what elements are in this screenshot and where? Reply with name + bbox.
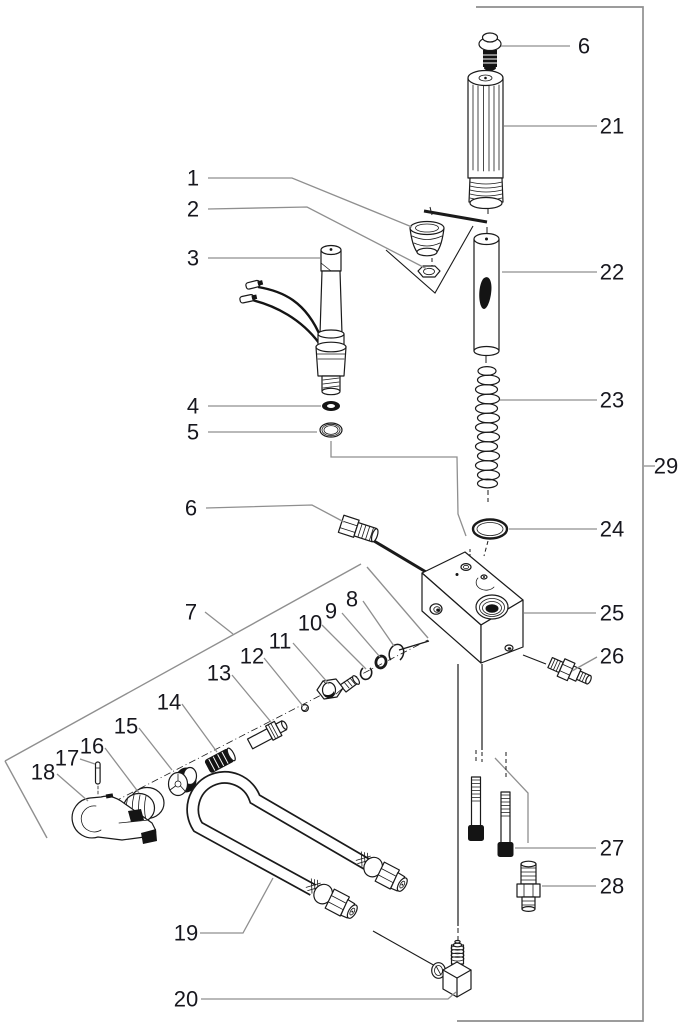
connector-assembly-bracket-left-leg bbox=[4, 760, 48, 839]
part-5-seal-washer bbox=[319, 422, 343, 438]
callout-leader-14-14 bbox=[181, 703, 218, 753]
callout-label-17-17: 17 bbox=[55, 746, 79, 771]
callout-label-3-2: 3 bbox=[187, 246, 199, 271]
connector-tick-oring24 bbox=[483, 540, 489, 557]
callout-layer: 1234566789101112131415161718192021222324… bbox=[31, 34, 678, 1012]
connector-packing-vee bbox=[385, 225, 474, 294]
callout-label-13-13: 13 bbox=[207, 661, 231, 686]
part-2-nut bbox=[417, 265, 441, 278]
callout-label-10-10: 10 bbox=[298, 611, 322, 636]
connector-bolt-group-bracket bbox=[494, 757, 529, 843]
callout-label-23-23: 23 bbox=[600, 388, 624, 413]
part-9-o-ring bbox=[374, 654, 388, 670]
callout-label-7-7: 7 bbox=[185, 600, 197, 625]
connector-hose-to-elbow bbox=[372, 930, 438, 968]
part-12-ball bbox=[301, 703, 310, 712]
part-6-cylinder-cap bbox=[478, 32, 502, 71]
callout-label-25-25: 25 bbox=[600, 601, 624, 626]
callout-label-27-27: 27 bbox=[600, 836, 624, 861]
part-26-fitting bbox=[547, 656, 592, 685]
callout-label-12-12: 12 bbox=[240, 644, 264, 669]
callout-label-19-19: 19 bbox=[174, 921, 198, 946]
callout-leader-11-11 bbox=[292, 642, 330, 685]
callout-leader-1-0 bbox=[208, 177, 413, 228]
part-10-seal-ring bbox=[359, 667, 373, 681]
part-24-o-ring bbox=[471, 518, 509, 540]
part-14-spring-retainer bbox=[204, 747, 236, 773]
callout-leader-10-10 bbox=[321, 624, 367, 670]
connector-block-to-fitting26 bbox=[522, 654, 547, 665]
connector-ring8-to-block bbox=[398, 640, 430, 651]
callout-label-14-14: 14 bbox=[157, 690, 181, 715]
parts-layer bbox=[71, 32, 592, 998]
callout-leader-2-1 bbox=[207, 206, 428, 270]
callout-leader-13-13 bbox=[231, 674, 272, 723]
callout-leader-26-26 bbox=[571, 656, 598, 672]
part-15-seat-disc bbox=[167, 766, 198, 797]
callout-label-11-11: 11 bbox=[269, 629, 292, 654]
connector-frame-bracket-right bbox=[457, 6, 644, 1022]
callout-label-5-4: 5 bbox=[187, 420, 199, 445]
part-3-transducer bbox=[239, 244, 347, 396]
callout-label-20-20: 20 bbox=[174, 987, 198, 1012]
callout-leader-19-19 bbox=[200, 877, 274, 934]
part-25-pump-block bbox=[421, 551, 524, 664]
callout-label-9-9: 9 bbox=[325, 599, 337, 624]
part-11-valve-housing bbox=[316, 675, 361, 700]
connector-assembly-bracket-upper bbox=[4, 563, 362, 762]
part-22-piston-rod bbox=[473, 232, 500, 357]
connector-layer bbox=[4, 6, 644, 1022]
part-6-pipe-plug bbox=[337, 514, 379, 543]
callout-label-16-16: 16 bbox=[80, 734, 104, 759]
callout-leader-15-15 bbox=[138, 727, 173, 771]
part-17-pin bbox=[94, 761, 101, 797]
callout-label-22-22: 22 bbox=[600, 260, 624, 285]
connector-explode-axis-valve bbox=[101, 639, 429, 809]
connector-cylinder-rod-arrow bbox=[423, 209, 488, 224]
callout-label-2-1: 2 bbox=[187, 197, 199, 222]
part-1-packing-cup bbox=[409, 220, 445, 257]
callout-leader-16-16 bbox=[104, 747, 140, 794]
callout-label-15-15: 15 bbox=[114, 714, 138, 739]
callout-label-21-21: 21 bbox=[600, 114, 624, 139]
callout-label-4-3: 4 bbox=[187, 394, 199, 419]
part-27-screws bbox=[468, 776, 514, 857]
part-20-elbow-fitting bbox=[431, 939, 472, 998]
callout-label-24-24: 24 bbox=[600, 517, 624, 542]
callout-leader-12-12 bbox=[263, 657, 304, 707]
callout-label-1-0: 1 bbox=[187, 166, 199, 191]
callout-leader-17-17 bbox=[79, 758, 96, 765]
part-13-valve-seat bbox=[246, 720, 288, 750]
callout-label-6-6: 6 bbox=[185, 496, 197, 521]
part-18-drain-handle bbox=[71, 793, 157, 844]
part-28-nipple-fitting bbox=[516, 860, 541, 912]
part-21-cylinder bbox=[467, 69, 504, 210]
callout-label-26-26: 26 bbox=[600, 644, 624, 669]
callout-label-6-5: 6 bbox=[578, 34, 590, 59]
part-4-o-ring bbox=[322, 401, 340, 411]
callout-leader-7-7 bbox=[204, 611, 234, 635]
part-8-retaining-ring bbox=[388, 643, 405, 661]
callout-label-8-8: 8 bbox=[346, 587, 358, 612]
callout-label-18-18: 18 bbox=[31, 760, 55, 785]
callout-leader-20-20 bbox=[201, 991, 457, 1000]
callout-leader-18-18 bbox=[56, 773, 89, 802]
connector-seal-to-block-route bbox=[330, 441, 467, 537]
connector-assembly-bracket-to-block bbox=[366, 566, 429, 639]
callout-leader-9-9 bbox=[341, 612, 381, 658]
callout-label-29-29: 29 bbox=[654, 454, 678, 479]
callout-leader-6-6 bbox=[205, 504, 345, 523]
connector-tick-above-packing bbox=[429, 206, 433, 216]
part-23-spring bbox=[474, 366, 501, 489]
callout-label-28-28: 28 bbox=[600, 874, 624, 899]
part-19-bypass-hose bbox=[186, 770, 412, 924]
connector-plug-to-block-arrow bbox=[373, 539, 427, 574]
callout-leader-8-8 bbox=[362, 600, 395, 647]
